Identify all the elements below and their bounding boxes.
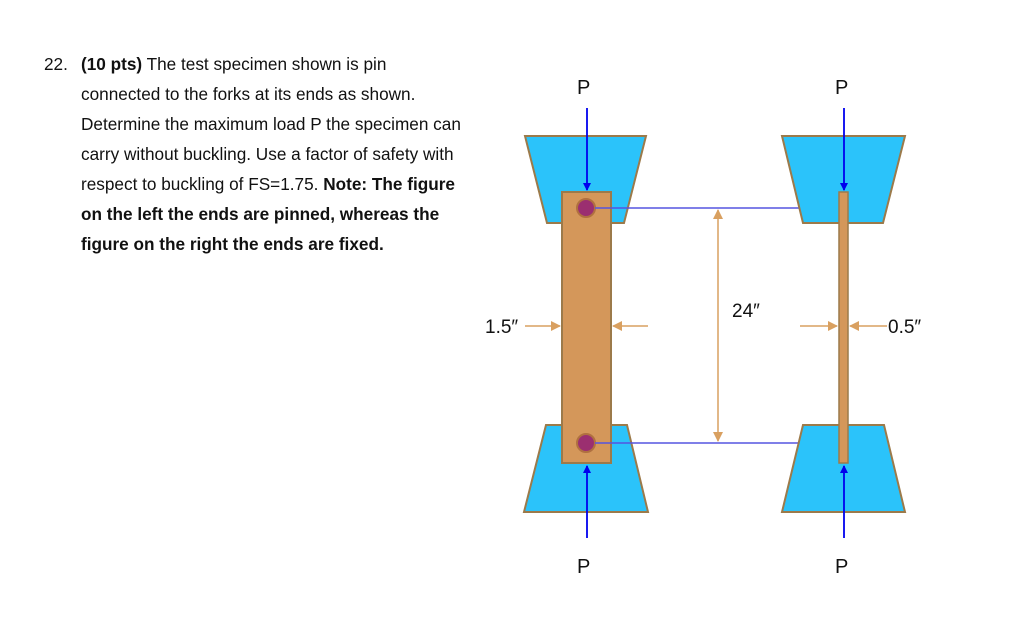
problem-body: The test specimen shown is pin connected…	[81, 54, 461, 194]
right-width-label: 0.5″	[888, 317, 921, 338]
problem-statement: 22. (10 pts) The test specimen shown is …	[44, 49, 464, 259]
left-bottom-pin	[576, 433, 596, 453]
left-width-label: 1.5″	[485, 317, 518, 338]
left-specimen	[561, 191, 612, 464]
problem-points: (10 pts)	[81, 54, 143, 74]
left-top-load-label: P	[577, 77, 590, 99]
right-top-load-label: P	[835, 77, 848, 99]
length-label: 24″	[732, 301, 760, 322]
left-top-pin	[576, 198, 596, 218]
right-specimen	[838, 191, 849, 464]
note-text: The figure on the left the ends are pinn…	[81, 174, 455, 254]
length-dimension: 24″	[713, 209, 760, 442]
right-assembly: P P 0.5″	[780, 77, 921, 578]
left-top-fork	[523, 135, 648, 224]
problem-text: (10 pts) The test specimen shown is pin …	[81, 49, 464, 259]
left-assembly: P P 1.5″	[485, 77, 650, 578]
right-bottom-load-label: P	[835, 556, 848, 578]
left-bottom-load-label: P	[577, 556, 590, 578]
note-label: Note:	[323, 174, 368, 194]
problem-number: 22.	[44, 54, 68, 74]
